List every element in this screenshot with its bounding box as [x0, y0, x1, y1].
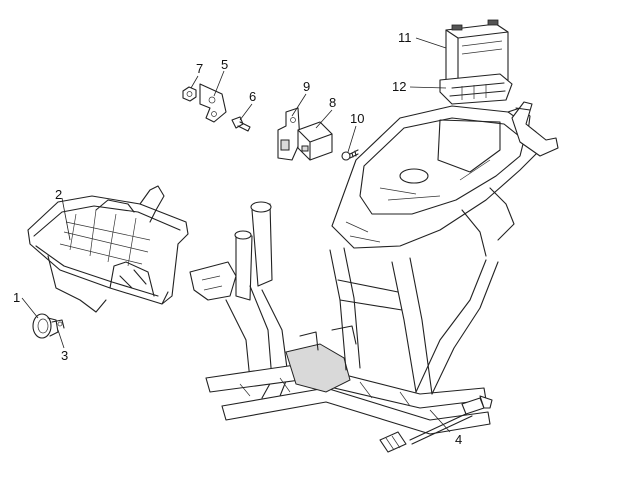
- callout-12: 12: [392, 79, 406, 94]
- callout-11: 11: [398, 30, 412, 45]
- callout-labels: 1 2 3 4 5 6 7 8 9 10 11 12: [13, 30, 462, 447]
- callout-8: 8: [329, 95, 336, 110]
- leader-line-7: [190, 75, 199, 89]
- callout-4: 4: [455, 432, 462, 447]
- callout-7: 7: [196, 61, 203, 76]
- leader-line-3: [57, 329, 65, 349]
- leader-line-10: [347, 125, 357, 153]
- part-front-rack: [27, 185, 189, 313]
- callout-6: 6: [249, 89, 256, 104]
- part-frame-chassis: [189, 101, 559, 435]
- callout-3: 3: [61, 348, 68, 363]
- part-relay-bracket: [277, 107, 301, 161]
- callout-2: 2: [55, 187, 62, 202]
- leader-line-12: [409, 86, 447, 89]
- part-nut: [182, 86, 197, 102]
- leader-line-1: [21, 297, 39, 319]
- part-self-tapping-screw: [341, 149, 359, 161]
- part-bracket: [199, 83, 227, 123]
- leader-line-11: [415, 37, 447, 49]
- leader-line-6: [239, 103, 253, 121]
- leader-line-4: [429, 409, 451, 433]
- leader-line-2: [61, 197, 71, 241]
- leader-line-5: [213, 70, 225, 97]
- leader-line-9: [291, 93, 307, 117]
- leader-lines: [21, 37, 451, 433]
- callout-10: 10: [350, 111, 364, 126]
- callout-5: 5: [221, 57, 228, 72]
- leader-line-8: [315, 109, 333, 129]
- part-relay: [297, 121, 333, 161]
- part-cable-connector: [379, 395, 493, 453]
- callout-9: 9: [303, 79, 310, 94]
- part-horn-bracket: [51, 319, 65, 329]
- part-battery-tray: [439, 73, 513, 105]
- callout-1: 1: [13, 290, 20, 305]
- part-horn: [32, 313, 59, 339]
